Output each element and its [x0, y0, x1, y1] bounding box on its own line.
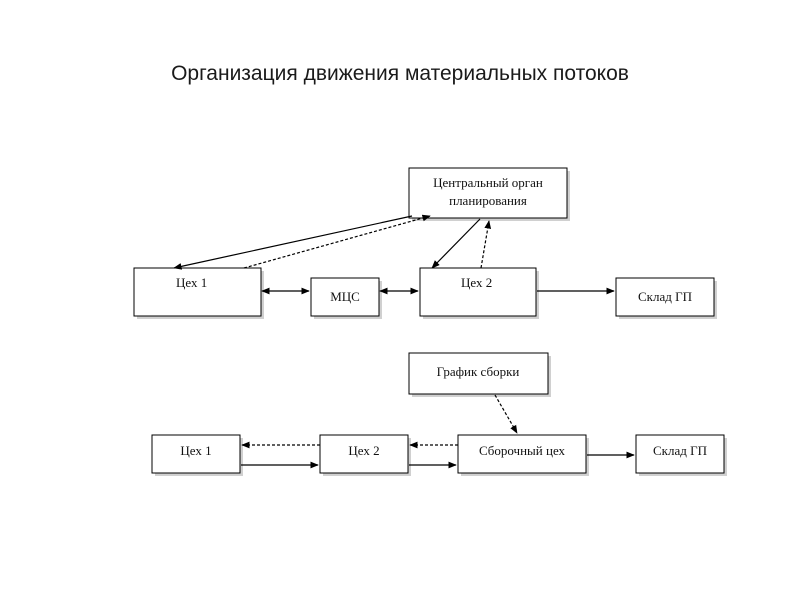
- assembly-shop-box: Сборочный цех: [457, 434, 589, 476]
- warehouse-label-2: Склад ГП: [653, 443, 707, 458]
- arrow-shop1-to-planning: [243, 214, 431, 269]
- shop1-box-2: Цех 1: [151, 434, 243, 476]
- shop2-label: Цех 2: [461, 275, 492, 290]
- arrow-planning-to-shop2: [431, 218, 481, 269]
- shop1-label-2: Цех 1: [180, 443, 211, 458]
- assembly-schedule-box: График сборки: [408, 352, 551, 397]
- arrow-shop2-to-planning: [480, 220, 492, 269]
- diagram-1: Центральный орган планирования Цех 1 МЦС…: [133, 167, 717, 319]
- mcs-box: МЦС: [310, 277, 382, 319]
- warehouse-box: Склад ГП: [615, 277, 717, 319]
- arrow-planning-to-shop1: [173, 215, 413, 270]
- page-title: Организация движения материальных потоко…: [171, 62, 629, 85]
- shop2-box: Цех 2: [419, 267, 539, 319]
- arrow-schedule-to-assembly: [494, 394, 518, 434]
- warehouse-label: Склад ГП: [638, 289, 692, 304]
- assembly-schedule-label: График сборки: [437, 364, 520, 379]
- diagram-2: График сборки Цех 1 Цех 2 Сборочный цех …: [151, 352, 727, 476]
- mcs-label: МЦС: [330, 289, 360, 304]
- assembly-shop-label: Сборочный цех: [479, 443, 566, 458]
- shop2-box-2: Цех 2: [319, 434, 411, 476]
- shop1-box: Цех 1: [133, 267, 264, 319]
- warehouse-box-2: Склад ГП: [635, 434, 727, 476]
- planning-box: Центральный орган планирования: [408, 167, 570, 221]
- planning-label-line2: планирования: [449, 193, 527, 208]
- shop2-label-2: Цех 2: [348, 443, 379, 458]
- shop1-label: Цех 1: [176, 275, 207, 290]
- planning-label-line1: Центральный орган: [433, 175, 543, 190]
